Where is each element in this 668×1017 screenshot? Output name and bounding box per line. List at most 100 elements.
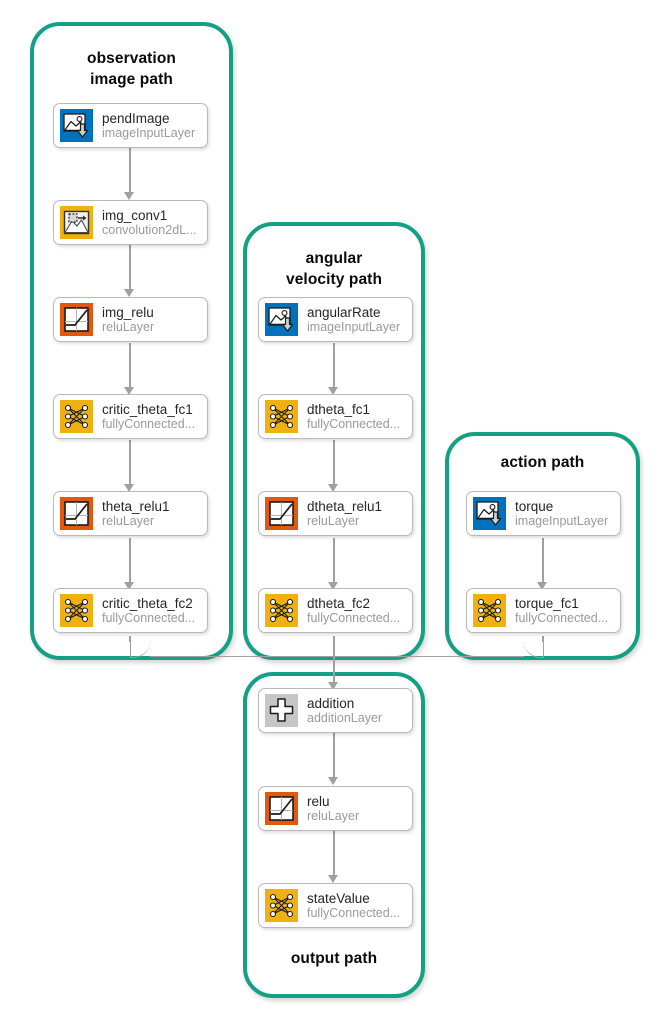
layer-type: reluLayer	[307, 808, 360, 823]
layer-name: torque	[515, 498, 554, 514]
image-input-icon	[265, 303, 298, 336]
arrowhead-relu	[328, 777, 338, 785]
layer-node-text: torque_fc1 fullyConnected...	[515, 596, 608, 626]
layer-node-dtheta_fc1[interactable]: dtheta_fc1 fullyConnected...	[258, 394, 413, 439]
layer-type: imageInputLayer	[102, 125, 196, 140]
layer-type: fullyConnected...	[515, 610, 609, 625]
connector-dtheta_fc2-to-addition	[333, 636, 335, 686]
image-input-icon	[60, 109, 93, 142]
layer-name: relu	[307, 793, 330, 809]
layer-node-img_conv1[interactable]: img_conv1 convolution2dL...	[53, 200, 208, 245]
arrowhead-torque_fc1	[537, 582, 547, 590]
connector-torque-to-torque_fc1	[542, 538, 544, 586]
connector-pendImage-to-img_conv1	[129, 148, 131, 196]
layer-node-critic_theta_fc1[interactable]: critic_theta_fc1 fullyConnected...	[53, 394, 208, 439]
layer-name: img_relu	[102, 304, 154, 320]
path-label-angular-line1: angular	[305, 250, 363, 267]
layer-node-stateValue[interactable]: stateValue fullyConnected...	[258, 883, 413, 928]
fully-connected-icon	[473, 594, 506, 627]
path-label-output-line1: output path	[290, 950, 378, 967]
layer-node-text: dtheta_fc2 fullyConnected...	[307, 596, 400, 626]
connector-addition-to-relu	[333, 733, 335, 781]
layer-type: additionLayer	[307, 710, 383, 725]
connector-relu-to-stateValue	[333, 831, 335, 879]
path-label-observation-line2: image path	[90, 71, 173, 88]
layer-node-text: torque imageInputLayer	[515, 499, 608, 529]
layer-name: pendImage	[102, 110, 170, 126]
layer-node-dtheta_fc2[interactable]: dtheta_fc2 fullyConnected...	[258, 588, 413, 633]
layer-name: img_conv1	[102, 207, 168, 223]
layer-node-dtheta_relu1[interactable]: dtheta_relu1 reluLayer	[258, 491, 413, 536]
layer-name: dtheta_fc2	[307, 595, 371, 611]
connector-fc1-to-theta_relu1	[129, 440, 131, 488]
layer-name: dtheta_fc1	[307, 401, 371, 417]
connector-angularRate-down	[333, 343, 335, 391]
fully-connected-icon	[265, 889, 298, 922]
layer-type: reluLayer	[102, 319, 155, 334]
relu-icon	[265, 497, 298, 530]
layer-type: fullyConnected...	[102, 416, 196, 431]
fully-connected-icon	[265, 594, 298, 627]
layer-node-text: dtheta_relu1 reluLayer	[307, 499, 382, 529]
arrowhead-img_relu	[124, 289, 134, 297]
layer-type: fullyConnected...	[307, 416, 401, 431]
connector-dtheta_relu1-to-fc2	[333, 538, 335, 586]
layer-node-text: theta_relu1 reluLayer	[102, 499, 170, 529]
layer-name: critic_theta_fc1	[102, 401, 193, 417]
arrowhead-dtheta_fc2	[328, 582, 338, 590]
fully-connected-icon	[60, 400, 93, 433]
layer-node-addition[interactable]: addition additionLayer	[258, 688, 413, 733]
image-input-icon	[473, 497, 506, 530]
layer-type: fullyConnected...	[102, 610, 196, 625]
layer-type: imageInputLayer	[307, 319, 401, 334]
connector-img_conv1-to-img_relu	[129, 245, 131, 293]
layer-type: reluLayer	[307, 513, 360, 528]
layer-type: convolution2dL...	[102, 222, 197, 237]
layer-name: addition	[307, 695, 355, 711]
arrowhead-critic_theta_fc1	[124, 387, 134, 395]
connector-dtheta_fc1-to-relu1	[333, 440, 335, 488]
layer-node-text: relu reluLayer	[307, 794, 359, 824]
arrowhead-addition	[328, 682, 338, 690]
arrowhead-dtheta_fc1	[328, 387, 338, 395]
convolution-icon	[60, 206, 93, 239]
layer-name: angularRate	[307, 304, 381, 320]
layer-type: reluLayer	[102, 513, 155, 528]
path-label-observation: observation image path	[30, 48, 233, 90]
arrowhead-dtheta_relu1	[328, 484, 338, 492]
relu-icon	[60, 497, 93, 530]
layer-node-relu[interactable]: relu reluLayer	[258, 786, 413, 831]
relu-icon	[265, 792, 298, 825]
layer-node-text: pendImage imageInputLayer	[102, 111, 195, 141]
layer-name: theta_relu1	[102, 498, 170, 514]
layer-name: stateValue	[307, 890, 370, 906]
fully-connected-icon	[265, 400, 298, 433]
layer-node-text: dtheta_fc1 fullyConnected...	[307, 402, 400, 432]
layer-node-text: img_conv1 convolution2dL...	[102, 208, 197, 238]
layer-node-critic_theta_fc2[interactable]: critic_theta_fc2 fullyConnected...	[53, 588, 208, 633]
layer-node-img_relu[interactable]: img_relu reluLayer	[53, 297, 208, 342]
path-label-observation-line1: observation	[87, 50, 176, 67]
layer-node-torque_fc1[interactable]: torque_fc1 fullyConnected...	[466, 588, 621, 633]
layer-node-theta_relu1[interactable]: theta_relu1 reluLayer	[53, 491, 208, 536]
connector-critic_theta_fc2-down	[129, 636, 131, 642]
connector-theta_relu1-to-fc2	[129, 538, 131, 586]
layer-node-text: angularRate imageInputLayer	[307, 305, 400, 335]
layer-node-angularRate[interactable]: angularRate imageInputLayer	[258, 297, 413, 342]
connector-img_relu-to-fc1	[129, 343, 131, 391]
layer-name: dtheta_relu1	[307, 498, 383, 514]
path-label-action: action path	[445, 452, 640, 473]
layer-node-pendImage[interactable]: pendImage imageInputLayer	[53, 103, 208, 148]
connector-merge-bus	[150, 656, 524, 658]
relu-icon	[60, 303, 93, 336]
layer-type: fullyConnected...	[307, 905, 401, 920]
layer-node-text: stateValue fullyConnected...	[307, 891, 400, 921]
layer-node-text: critic_theta_fc2 fullyConnected...	[102, 596, 195, 626]
layer-node-text: addition additionLayer	[307, 696, 382, 726]
layer-node-torque[interactable]: torque imageInputLayer	[466, 491, 621, 536]
fully-connected-icon	[60, 594, 93, 627]
arrowhead-stateValue	[328, 875, 338, 883]
arrowhead-theta_relu1	[124, 484, 134, 492]
arrowhead-critic_theta_fc2	[124, 582, 134, 590]
